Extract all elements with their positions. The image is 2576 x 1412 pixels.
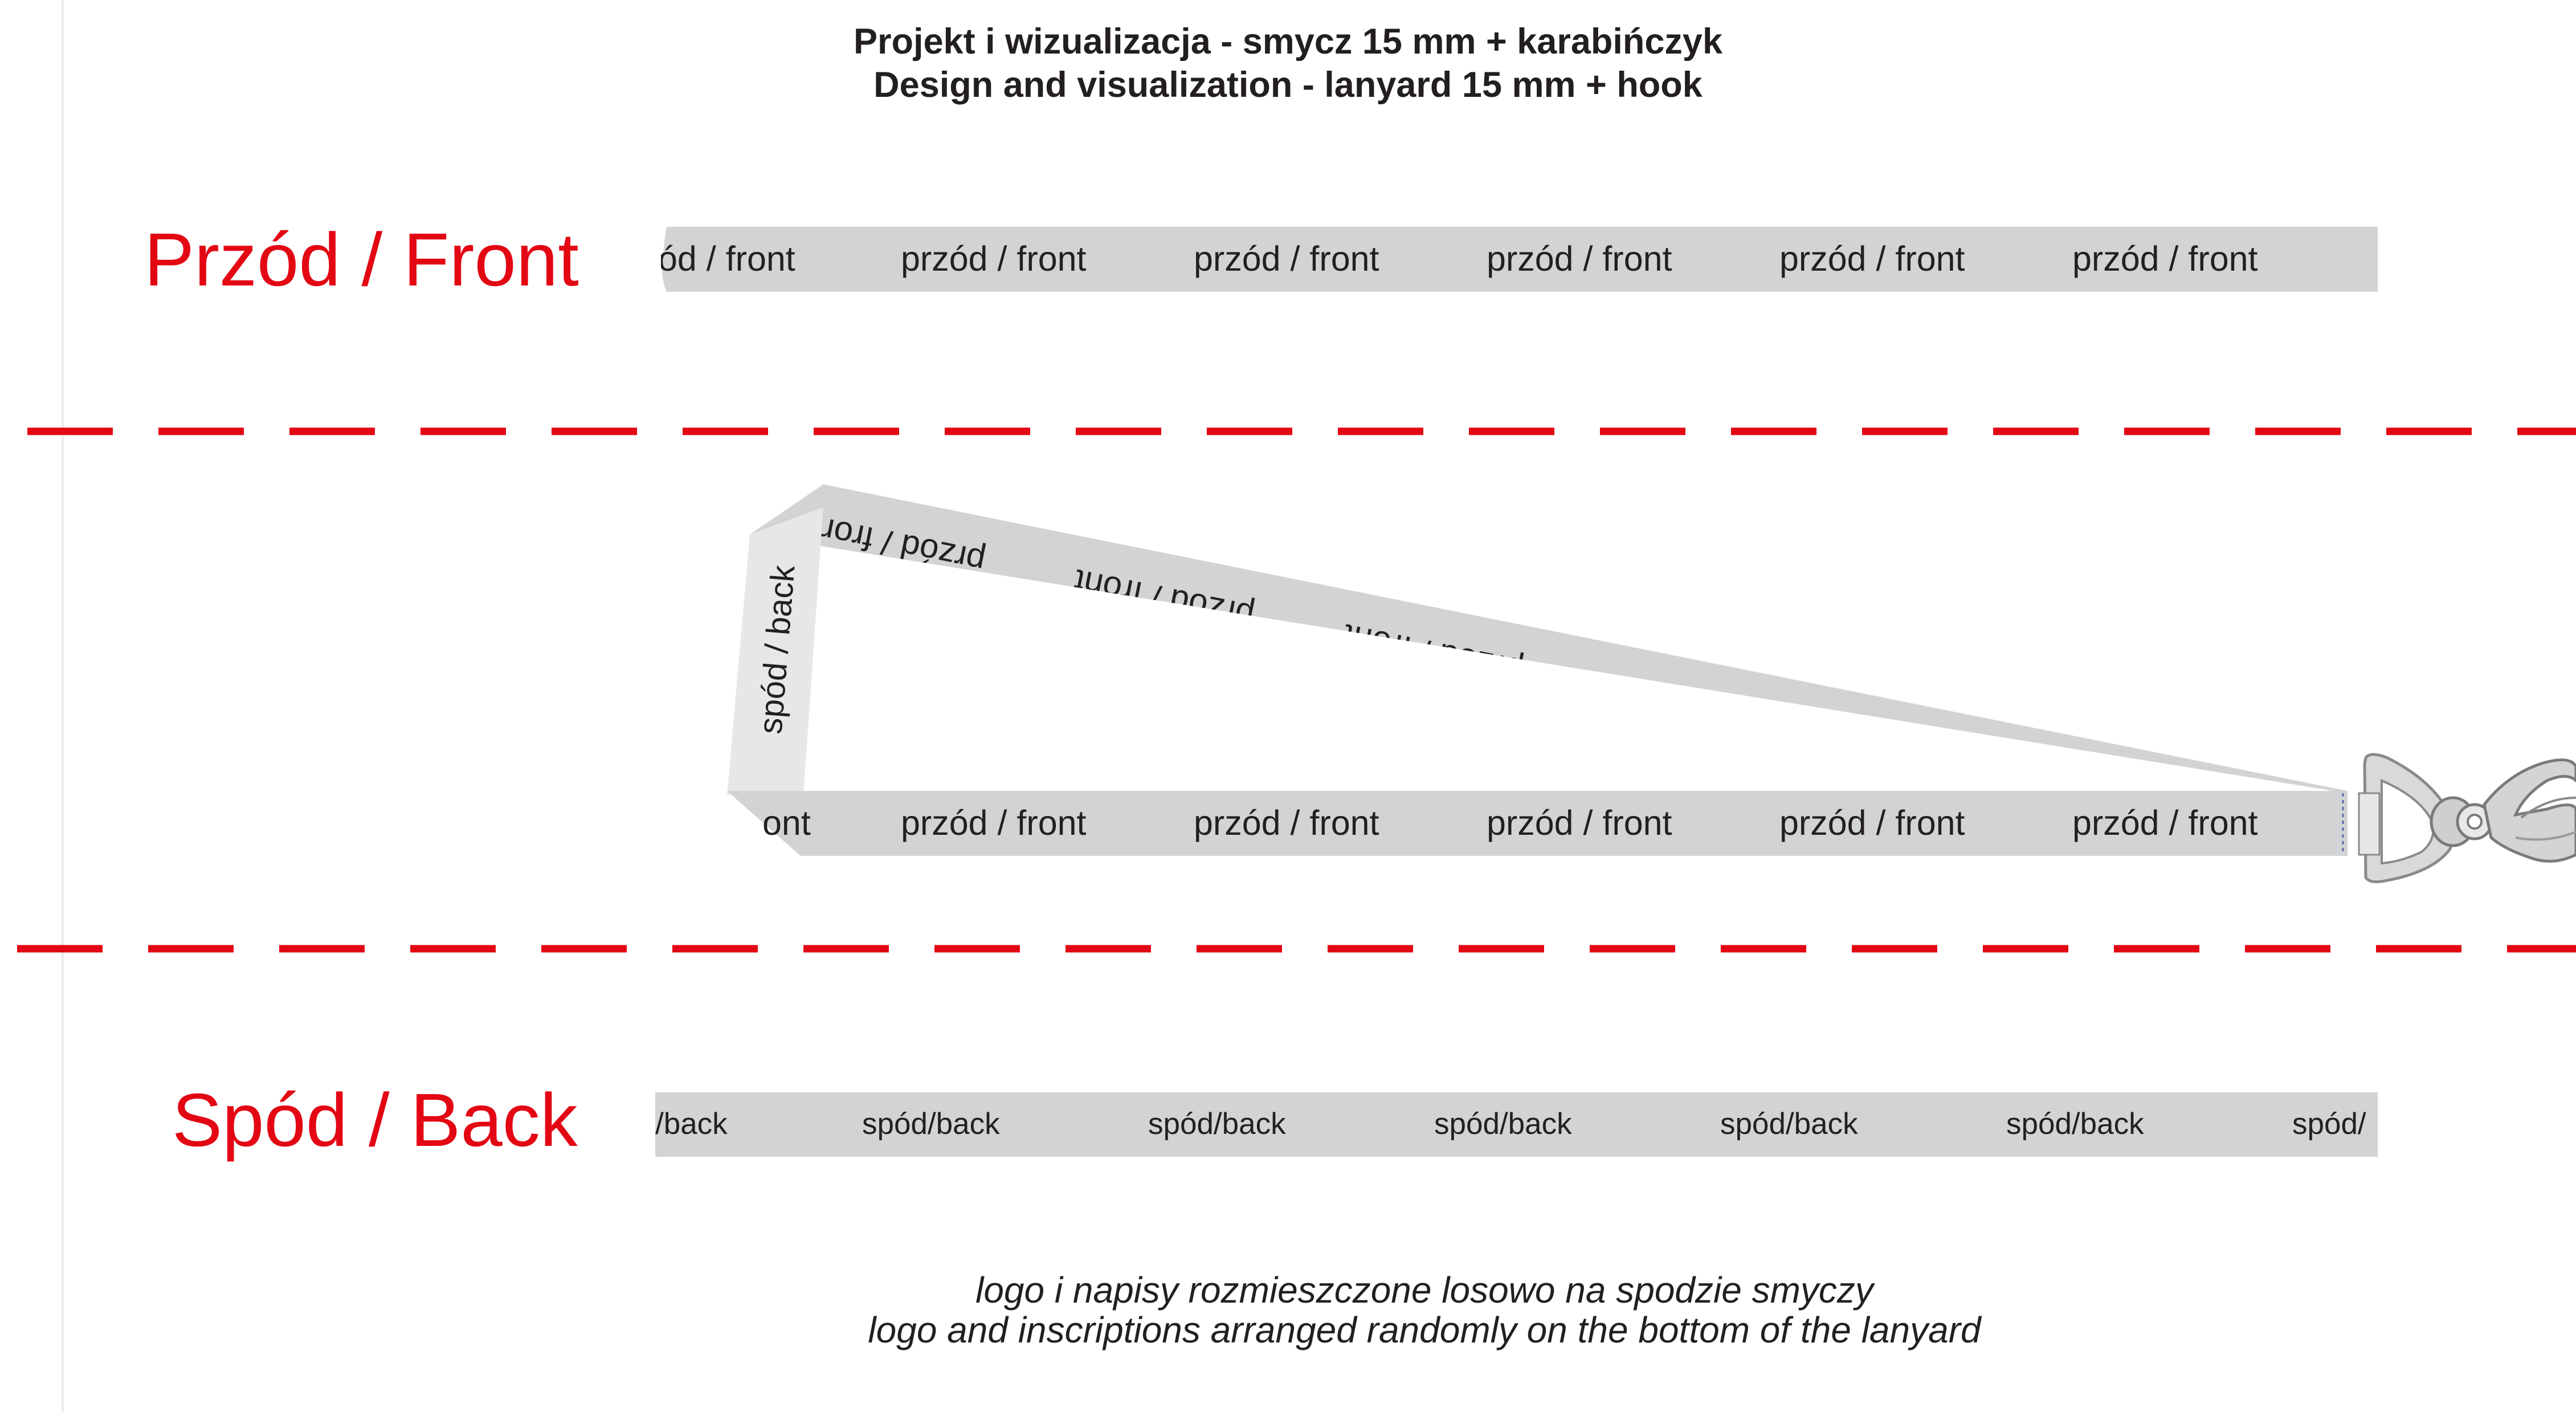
back-strap-text: /back: [655, 1107, 728, 1141]
lanyard-bottom-text: przód / front: [901, 803, 1087, 842]
back-strap-text: spód/back: [2006, 1107, 2144, 1141]
lanyard-bottom-text: przód / front: [1194, 803, 1379, 842]
lanyard-top-strap: [750, 484, 2348, 793]
lanyard-bottom-text: przód / front: [1487, 803, 1672, 842]
note-line-2: logo and inscriptions arranged randomly …: [868, 1309, 1981, 1350]
front-strap-text: przód / front: [1779, 239, 1965, 278]
back-strap-text: spód/back: [1720, 1107, 1858, 1141]
back-strap-text: spód/: [2292, 1107, 2366, 1141]
front-strap-text: przód / front: [901, 239, 1087, 278]
carabiner-hook-icon: [2358, 753, 2576, 884]
front-strap-text: ód / front: [658, 239, 795, 278]
note-line-1: logo i napisy rozmieszczone losowo na sp…: [975, 1270, 1873, 1311]
page-title-line-1: Projekt i wizualizacja - smycz 15 mm + k…: [854, 22, 1722, 62]
front-strap-text: przód / front: [1487, 239, 1672, 278]
lanyard-fold-strap: [727, 507, 823, 795]
front-label: Przód / Front: [144, 218, 579, 301]
back-strap: /back spód/back spód/back spód/back spód…: [655, 1092, 2378, 1157]
back-strap-text: spód/back: [1148, 1107, 1286, 1141]
lanyard-bottom-text: ont: [762, 803, 811, 842]
back-strap-text: spód/back: [862, 1107, 1000, 1141]
front-strap-text: przód / front: [2072, 239, 2258, 278]
lanyard-visualization: przód / front przód / front przód / fron…: [727, 484, 2576, 884]
back-label: Spód / Back: [172, 1078, 578, 1162]
front-strap: ód / front przód / front przód / front p…: [658, 227, 2378, 292]
lanyard-bottom-strap: [727, 791, 2348, 856]
page-title-line-2: Design and visualization - lanyard 15 mm…: [873, 65, 1703, 105]
front-strap-text: przód / front: [1194, 239, 1379, 278]
lanyard-bottom-text: przód / front: [2072, 803, 2258, 842]
back-strap-text: spód/back: [1434, 1107, 1572, 1141]
lanyard-bottom-text: przód / front: [1779, 803, 1965, 842]
